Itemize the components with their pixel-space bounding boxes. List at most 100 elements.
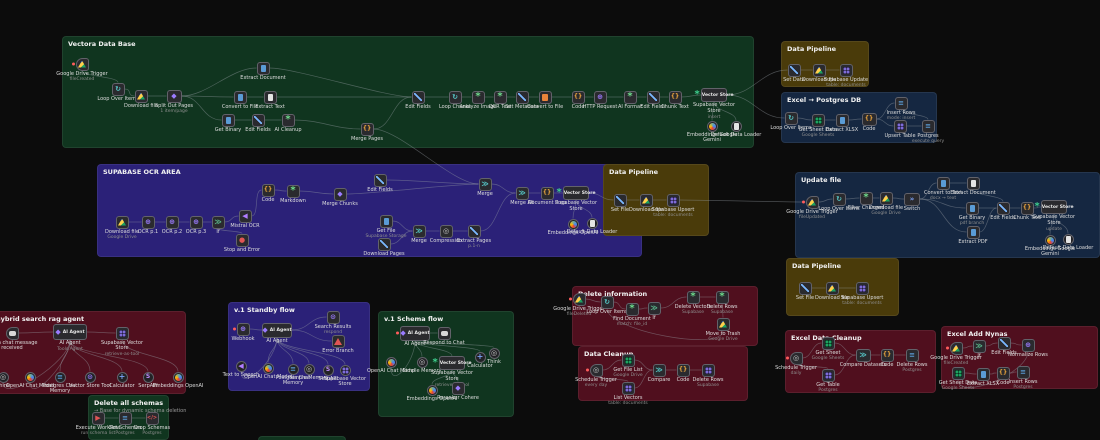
node-get-binary[interactable]: Get Binary bbox=[215, 113, 241, 132]
node-code[interactable]: {}Code bbox=[880, 348, 894, 367]
node-download-file[interactable]: Download file bbox=[629, 193, 663, 212]
node-embeddings-google-gemini[interactable]: Embeddings Google Gemini bbox=[687, 120, 737, 143]
node-convert-to-file[interactable]: Convert to File bbox=[527, 90, 563, 109]
node-loop-chunks[interactable]: ↻Loop Chunks bbox=[439, 90, 471, 109]
group-excel-cleanup[interactable]: Excel Data Cleanup bbox=[785, 330, 936, 393]
node-calculator[interactable]: +Calculator bbox=[467, 351, 493, 368]
node-vector-store-tool[interactable]: ⊙Vector Store Tool bbox=[69, 371, 111, 388]
node-embeddings-openai[interactable]: Embeddings OpenAI bbox=[153, 371, 203, 388]
node-text-to-speech[interactable]: ◀Text to Speech bbox=[223, 360, 259, 377]
node-merge[interactable]: ≫Merge bbox=[477, 177, 493, 196]
node-ai-format[interactable]: *AI Format bbox=[618, 90, 642, 109]
group-data-cleanup[interactable]: Data Cleanup bbox=[578, 346, 748, 401]
node-set-metadata[interactable]: Set Metadata bbox=[505, 90, 539, 109]
node-edit-fields[interactable]: Edit Fields bbox=[405, 90, 431, 109]
node-compression[interactable]: ◎Compression bbox=[430, 224, 462, 243]
node-upsert-table[interactable]: Upsert Table bbox=[884, 119, 916, 138]
node-embeddings-google-gemini[interactable]: Embeddings Google Gemini bbox=[1025, 234, 1075, 257]
node-chunk-text[interactable]: {}Chunk Text bbox=[1013, 201, 1041, 220]
node-ocr-p-2[interactable]: ⊕OCR p.2 bbox=[162, 215, 182, 234]
node-merge-pages[interactable]: {}Merge Pages bbox=[351, 122, 383, 141]
node-set-data[interactable]: Set Data bbox=[783, 63, 805, 82]
node-postgres-chat-memory[interactable]: ≡Postgres Chat Memory bbox=[276, 363, 310, 386]
node-code[interactable]: {}Code bbox=[261, 183, 275, 202]
node-embeddings-openai[interactable]: Embeddings OpenAI bbox=[548, 218, 598, 235]
node-think[interactable]: ◎Think bbox=[0, 371, 10, 388]
node-calculator[interactable]: +Calculator bbox=[109, 371, 135, 388]
node-set-file[interactable]: Set File bbox=[611, 193, 629, 212]
node-supabase-vector-store[interactable]: Supabase Vector Store bbox=[324, 364, 366, 387]
node-compare-datasets[interactable]: ≫Compare Datasets bbox=[840, 348, 886, 367]
node-postgres-chat-memory[interactable]: ≡Postgres Chat Memory bbox=[43, 371, 77, 394]
node-download-file[interactable]: Download file bbox=[802, 63, 836, 82]
node-extract-document[interactable]: Extract Document bbox=[950, 176, 996, 195]
group-excel-add[interactable]: Excel Add Nynas bbox=[941, 326, 1098, 389]
node-compare[interactable]: ≫Compare bbox=[648, 363, 670, 382]
node-set-file[interactable]: Set File bbox=[796, 281, 814, 300]
node-download-file[interactable]: Download file bbox=[815, 281, 849, 300]
node-error-branch[interactable]: Error Branch bbox=[322, 334, 354, 353]
node-if[interactable]: ≫If bbox=[647, 301, 661, 320]
node-default-data-loader[interactable]: Default Data Loader bbox=[567, 217, 617, 234]
node-simple-memory[interactable]: ◎Simple Memory bbox=[403, 356, 442, 373]
node-think[interactable]: ◎Think bbox=[487, 347, 501, 364]
node-openai-chat-model[interactable]: OpenAI Chat Model bbox=[367, 356, 415, 373]
node-filter-changed[interactable]: *Filter Changed bbox=[848, 191, 884, 210]
node-ocr-p-3[interactable]: ⊕OCR p.3 bbox=[186, 215, 206, 234]
node-loop-over-items[interactable]: ↻Loop Over Items bbox=[770, 111, 812, 130]
node-code[interactable]: {}Code bbox=[861, 112, 877, 131]
node-simple-memory[interactable]: ◎Simple Memory bbox=[290, 363, 329, 380]
node-extract-text[interactable]: Extract Text bbox=[255, 90, 285, 109]
node-code[interactable]: {}Code bbox=[676, 363, 690, 382]
node-document-prep[interactable]: {}Document Prep bbox=[528, 186, 566, 205]
node-extract-xlsx[interactable]: Extract XLSX bbox=[967, 367, 999, 386]
node-reranker-cohere[interactable]: ◆Reranker Cohere bbox=[437, 381, 479, 400]
node-download-pages[interactable]: Download Pages bbox=[363, 237, 405, 256]
node-loop-over-items[interactable]: ↻Loop Over Items bbox=[586, 295, 628, 314]
node-edit-fields[interactable]: Edit Fields bbox=[991, 336, 1017, 355]
node-embeddings-openai[interactable]: Embeddings OpenAI bbox=[407, 384, 457, 401]
node-merge-chunks[interactable]: ◆Merge Chunks bbox=[322, 187, 358, 206]
node-openai-chat-model[interactable]: OpenAI Chat Model bbox=[244, 362, 292, 379]
node-if[interactable]: ≫If bbox=[211, 215, 225, 234]
node-switch[interactable]: »Switch bbox=[904, 192, 920, 211]
node-code[interactable]: {}Code bbox=[996, 366, 1010, 385]
node-edit-fields[interactable]: Edit Fields bbox=[245, 113, 271, 132]
